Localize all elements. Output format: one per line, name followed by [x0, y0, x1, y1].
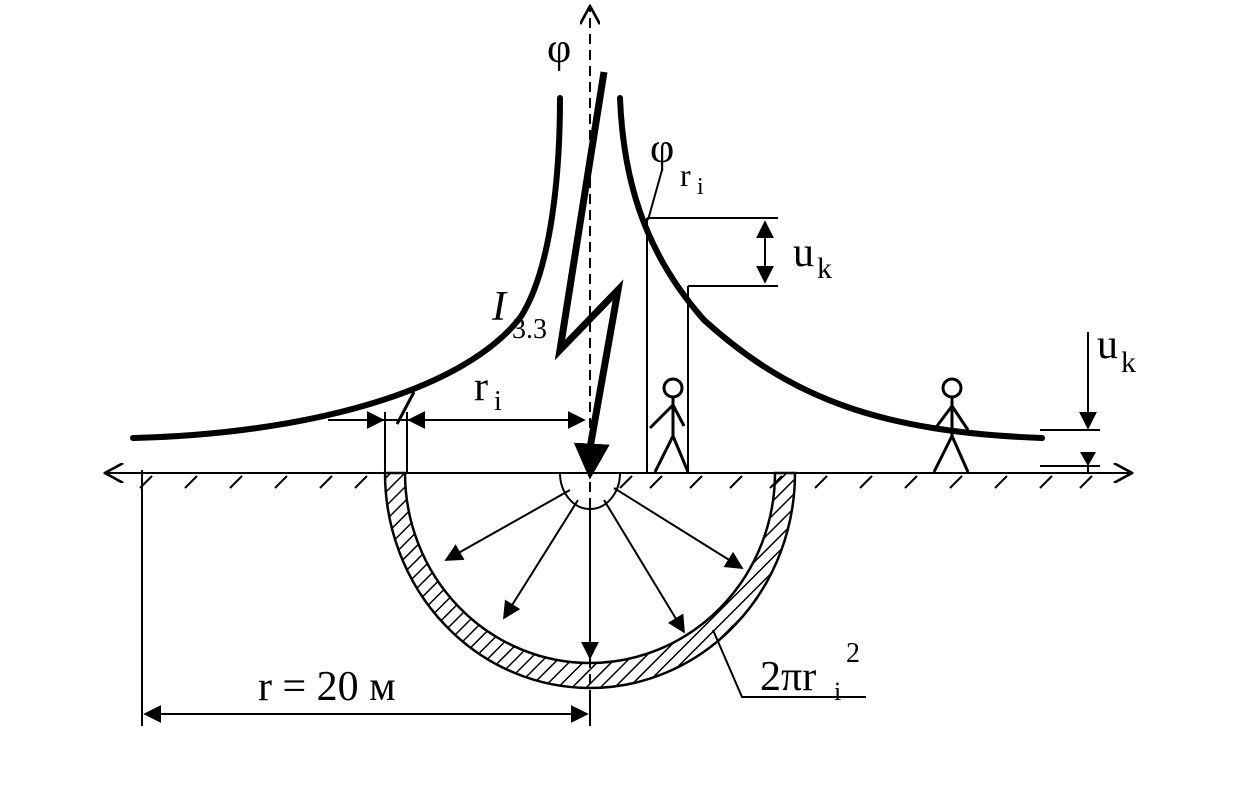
phi-ri-leader [647, 169, 663, 221]
area-sup: 2 [846, 638, 860, 669]
phi-ri-label: φ [650, 126, 674, 172]
uk-upper-label: u [793, 230, 814, 276]
person-far [932, 377, 970, 473]
phi-axis-label: φ [547, 26, 571, 72]
ground-hatching [139, 475, 1093, 489]
uk-right-label: u [1097, 322, 1118, 368]
current-sub: 3.3 [512, 314, 547, 345]
current-label: I [491, 284, 508, 330]
potential-curve-left [130, 95, 563, 441]
person-near-electrode [648, 377, 690, 473]
potential-curve-right [617, 95, 1045, 441]
uk-upper-sub: k [817, 252, 832, 285]
current-flow-arrows [444, 487, 744, 660]
ri-label: r [474, 364, 488, 410]
uk-right-sub: k [1121, 346, 1136, 379]
phi-ri-sub-r: r [680, 157, 691, 193]
radius-label: r = 20 м [258, 664, 396, 710]
phi-ri-sub-i: i [697, 174, 704, 200]
uk2-arrow-head-lower [1080, 452, 1096, 466]
area-label: 2πr [760, 654, 816, 700]
area-leader [712, 629, 866, 698]
ri-sub: i [494, 386, 502, 417]
ri-dim-slash [395, 391, 416, 425]
lightning-arrow [573, 419, 610, 480]
area-sub: i [834, 677, 841, 706]
hemisphere-shell [383, 471, 797, 690]
lightning-bolt [554, 71, 624, 449]
